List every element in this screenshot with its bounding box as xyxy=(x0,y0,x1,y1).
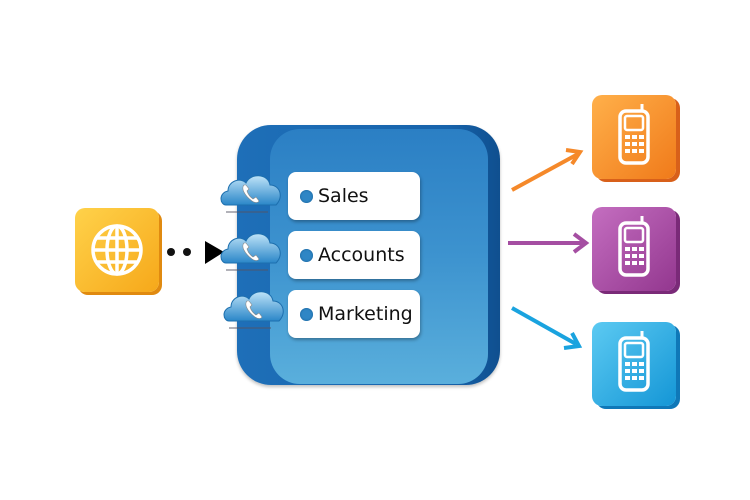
mobile-phone-icon xyxy=(618,329,650,392)
bullet-icon xyxy=(300,248,313,262)
department-accounts[interactable]: Accounts xyxy=(288,231,420,279)
arrow-orange xyxy=(511,152,579,192)
mobile-phone-orange xyxy=(592,95,676,179)
globe-tile xyxy=(75,208,159,292)
connector-dots xyxy=(167,241,224,264)
bullet-icon xyxy=(300,189,313,203)
arrow-blue xyxy=(511,306,577,346)
mobile-phone-purple xyxy=(592,207,676,291)
globe-icon xyxy=(91,224,143,276)
arrowhead-icon xyxy=(205,241,224,264)
mobile-phone-blue xyxy=(592,322,676,406)
cloud-phone-icon xyxy=(220,232,282,271)
department-sales[interactable]: Sales xyxy=(288,172,420,220)
cloud-phone-icons xyxy=(220,174,285,329)
routing-arrows xyxy=(508,148,590,350)
mobile-phone-icon xyxy=(618,102,650,165)
department-marketing[interactable]: Marketing xyxy=(288,290,420,338)
bullet-icon xyxy=(300,307,313,321)
mobile-phone-icon xyxy=(618,214,650,277)
cloud-phone-icon xyxy=(220,174,282,213)
cloud-phone-icon xyxy=(223,290,285,329)
